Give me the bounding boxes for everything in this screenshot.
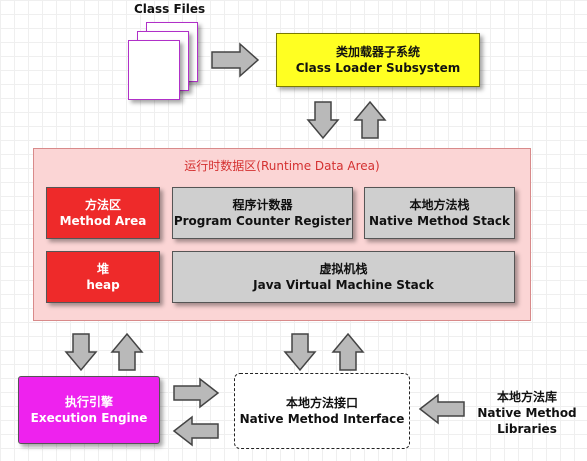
file-sheet-front — [128, 40, 180, 100]
class-loader-subsystem-box: 类加载器子系统 Class Loader Subsystem — [276, 33, 480, 87]
native-libraries-en-line2: Libraries — [497, 422, 557, 436]
native-method-stack-zh: 本地方法栈 — [409, 198, 470, 212]
program-counter-en: Program Counter Register — [173, 214, 352, 228]
runtime-data-area-title: 运行时数据区(Runtime Data Area) — [184, 159, 380, 173]
native-interface-box: 本地方法接口 Native Method Interface — [234, 373, 410, 449]
arrow-down-engine-icon — [64, 333, 98, 372]
jvm-stack-en: Java Virtual Machine Stack — [253, 278, 434, 292]
arrow-up-interface-icon — [331, 332, 365, 371]
jvm-stack-zh: 虚拟机栈 — [319, 262, 368, 276]
method-area-en: Method Area — [59, 214, 147, 228]
arrow-right-engine-icon — [173, 377, 220, 409]
arrow-left-libraries-icon — [418, 393, 465, 425]
native-libraries-zh: 本地方法库 — [496, 390, 557, 404]
class-loader-zh: 类加载器子系统 — [335, 45, 420, 59]
class-files-icon — [128, 22, 208, 108]
class-files-label: Class Files — [134, 2, 206, 16]
method-area-zh: 方法区 — [84, 198, 121, 212]
arrow-up-loader-icon — [353, 100, 387, 139]
native-interface-zh: 本地方法接口 — [285, 396, 358, 410]
execution-engine-box: 执行引擎 Execution Engine — [18, 376, 160, 444]
jvm-stack-box: 虚拟机栈 Java Virtual Machine Stack — [172, 251, 515, 303]
native-libraries-label: 本地方法库 Native Method Libraries — [472, 385, 582, 441]
arrow-down-loader-icon — [306, 101, 340, 140]
heap-box: 堆 heap — [46, 251, 160, 303]
native-libraries-en-line1: Native Method — [477, 406, 577, 420]
arrow-left-engine-icon — [172, 415, 219, 447]
arrow-down-interface-icon — [283, 333, 317, 372]
arrow-up-engine-icon — [110, 332, 144, 371]
native-method-stack-en: Native Method Stack — [368, 214, 511, 228]
heap-zh: 堆 — [96, 262, 109, 276]
execution-engine-en: Execution Engine — [30, 411, 148, 425]
arrow-right-classfiles-icon — [211, 42, 260, 78]
execution-engine-zh: 执行引擎 — [64, 395, 113, 409]
native-method-stack-box: 本地方法栈 Native Method Stack — [364, 187, 515, 239]
class-loader-en: Class Loader Subsystem — [295, 61, 461, 75]
native-interface-en: Native Method Interface — [239, 412, 405, 426]
heap-en: heap — [86, 278, 120, 292]
program-counter-box: 程序计数器 Program Counter Register — [172, 187, 353, 239]
method-area-box: 方法区 Method Area — [46, 187, 160, 239]
program-counter-zh: 程序计数器 — [232, 198, 293, 212]
